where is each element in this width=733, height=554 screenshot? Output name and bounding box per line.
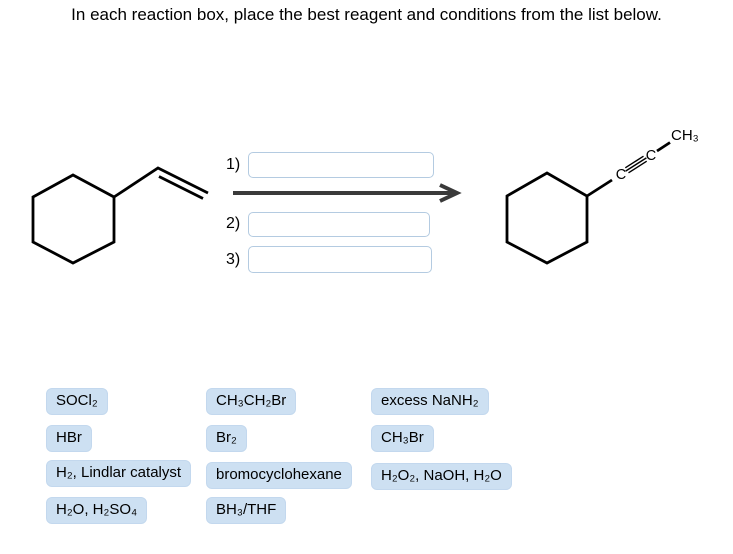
step-1-input[interactable] — [248, 152, 434, 178]
cyclohexane-ring — [505, 171, 589, 265]
reagent-chip[interactable]: CH₃Br — [371, 425, 434, 452]
step-3-label: 3) — [226, 251, 241, 268]
triple-bond-line — [624, 155, 644, 169]
alkyne-to-methyl-bond — [656, 141, 671, 153]
reaction-arrow — [233, 183, 462, 203]
reagent-chip[interactable]: BH₃/THF — [206, 497, 287, 524]
page-title: In each reaction box, place the best rea… — [71, 5, 662, 24]
product-c1-label: C — [616, 167, 626, 183]
step-2-input[interactable] — [248, 212, 430, 237]
reactant-structure-vinylcyclohexane — [31, 166, 209, 265]
reagent-chip[interactable]: CH₃CH₂Br — [206, 388, 297, 415]
reagent-chip[interactable]: Br₂ — [206, 425, 247, 452]
step-3-input[interactable] — [248, 246, 432, 273]
product-c2-label: C — [646, 148, 656, 164]
cyclohexane-ring — [31, 173, 116, 265]
triple-bond-line — [628, 160, 648, 174]
product-structure-propynylcyclohexane: C C CH₃ — [505, 127, 699, 265]
arrow-head — [439, 183, 462, 203]
reagent-chip[interactable]: H₂O₂, NaOH, H₂O — [371, 463, 512, 490]
product-methyl-label: CH₃ — [671, 127, 699, 144]
reagent-chip[interactable]: SOCl₂ — [46, 388, 108, 415]
reagent-chip[interactable]: H₂, Lindlar catalyst — [46, 460, 192, 487]
vinyl-double-bond-line — [158, 175, 204, 200]
triple-bond-line — [625, 157, 647, 172]
step-1-label: 1) — [226, 156, 241, 173]
reagent-chip[interactable]: HBr — [46, 425, 92, 452]
step-2-label: 2) — [226, 215, 241, 232]
vinyl-bond — [113, 166, 209, 199]
reagent-chip[interactable]: bromocyclohexane — [206, 462, 352, 489]
reagent-chip[interactable]: H₂O, H₂SO₄ — [46, 497, 148, 524]
reagent-chip[interactable]: excess NaNH₂ — [371, 388, 489, 415]
ring-to-alkyne-bond — [586, 178, 613, 198]
